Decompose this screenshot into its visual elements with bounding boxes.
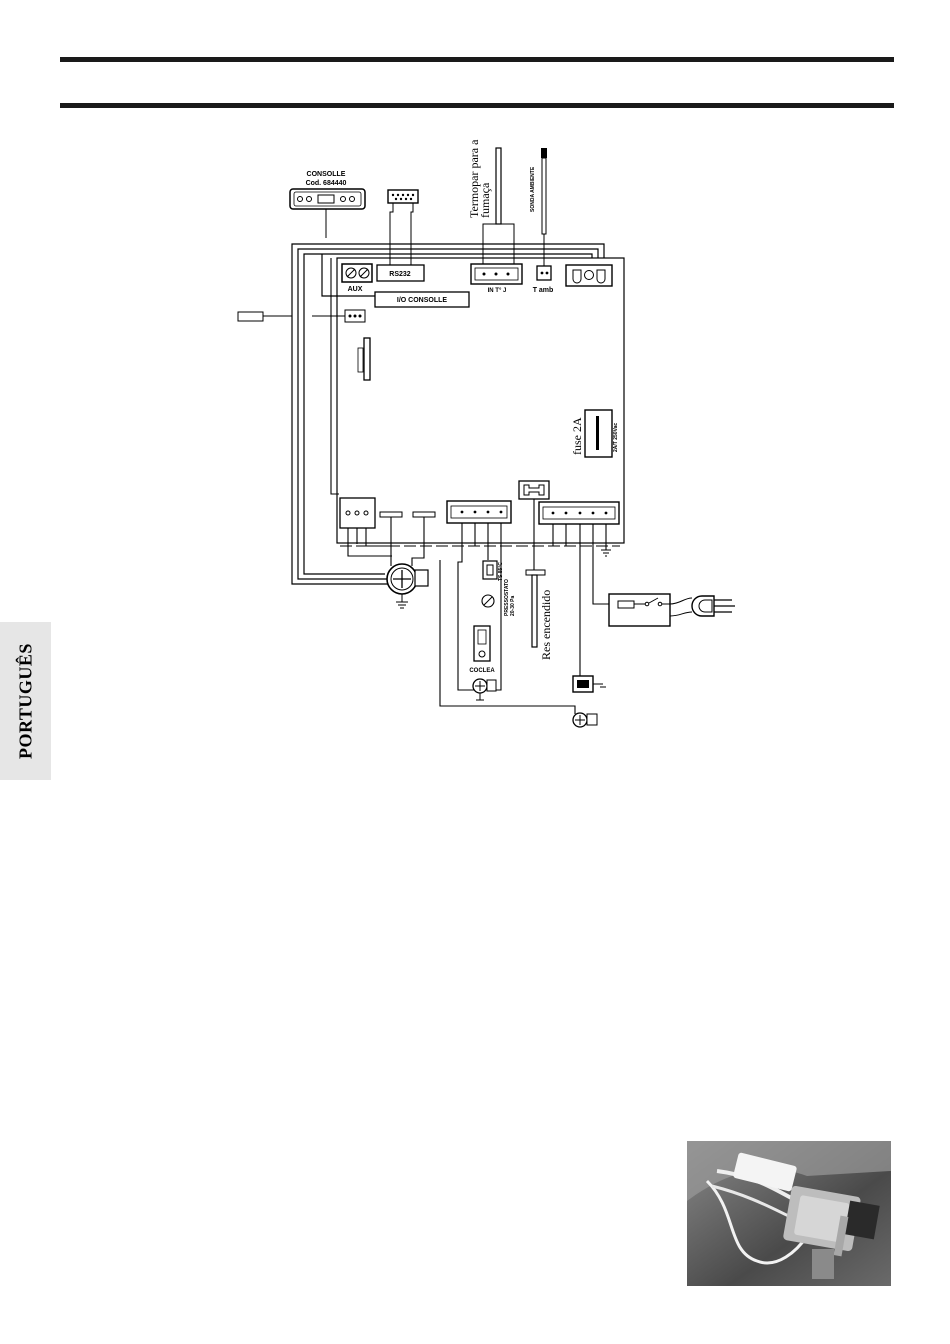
- pressostat-connector: [447, 501, 511, 523]
- t-amb-label: T amb: [533, 287, 554, 294]
- external-cable-plug: [238, 312, 263, 321]
- igniter-connector: [519, 481, 549, 499]
- main-switch-box: [609, 594, 670, 626]
- rs232-label: RS232: [389, 271, 411, 278]
- smoke-fan-motor: [387, 564, 428, 608]
- thermostat-85: TS 85°C: [483, 561, 504, 581]
- coclea-label: COCLEA: [469, 668, 495, 674]
- spade-terminal-1: [380, 512, 402, 517]
- igniter-label: Res encendido: [539, 590, 553, 660]
- safety-thermostat-photo: [687, 1141, 891, 1286]
- power-output-connector: [539, 502, 619, 524]
- pressostat-line2: 20-30 Pa: [510, 595, 516, 616]
- vertical-header: [358, 338, 370, 380]
- consolle-code: Cod. 684440: [306, 180, 347, 187]
- ground-symbol: [601, 550, 611, 556]
- consolle-title: CONSOLLE: [307, 171, 346, 178]
- consolle-unit: CONSOLLE Cod. 684440: [290, 171, 365, 238]
- motor-3pin-connector: [340, 498, 375, 528]
- fuse-holder: fuse 2A 2A/T 250Vac: [570, 410, 619, 457]
- room-probe-label: SONDA AMBIENTE: [530, 166, 536, 212]
- ambient-fan-connector: [573, 676, 606, 692]
- thermostat-label: TS 85°C: [498, 562, 504, 581]
- io-consolle-label: I/O CONSOLLE: [397, 297, 448, 304]
- thermocouple-label-line2: fumaça: [478, 182, 492, 218]
- power-plug: [670, 596, 735, 616]
- igniter-resistor: Res encendido: [526, 570, 553, 660]
- aux-3pin-connector: [345, 310, 365, 322]
- coclea-motor-symbol: [473, 679, 496, 700]
- spade-terminal-2: [413, 512, 435, 517]
- ambient-fan-motor: [573, 713, 597, 727]
- aux-label: AUX: [348, 286, 363, 293]
- coclea-motor: COCLEA: [469, 626, 495, 674]
- power-input-connector: [566, 265, 612, 286]
- fuse-label: fuse 2A: [570, 417, 584, 455]
- fuse-rating: 2A/T 250Vac: [613, 423, 619, 452]
- in-tc-label: IN T° J: [488, 288, 507, 294]
- aux-terminal: AUX: [342, 264, 372, 293]
